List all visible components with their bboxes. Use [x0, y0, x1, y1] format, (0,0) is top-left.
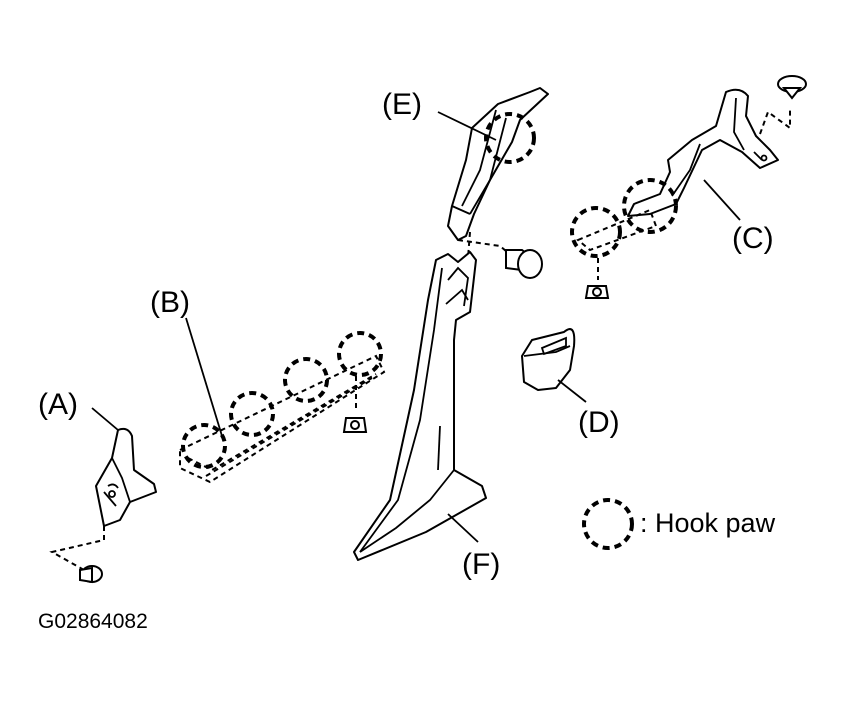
label-b: (B)	[150, 286, 190, 319]
part-c-clip	[759, 75, 807, 135]
label-c: (C)	[732, 222, 774, 255]
hook-paw-legend-text: : Hook paw	[640, 508, 776, 538]
leader-b	[185, 317, 223, 437]
leader-c	[703, 179, 741, 221]
part-b-strip	[179, 354, 386, 484]
part-b-hook-paws	[181, 331, 383, 469]
label-d: (D)	[578, 406, 620, 439]
part-d-cover	[521, 328, 576, 391]
part-f-pillar-trim	[353, 251, 487, 561]
label-e: (E)	[382, 88, 422, 121]
leader-a	[91, 407, 119, 431]
hook-paw-legend-symbol	[582, 498, 634, 550]
part-a-clip	[49, 526, 105, 584]
part-a-trim	[95, 427, 157, 527]
part-e-hook-paw	[484, 112, 536, 164]
label-f: (F)	[462, 548, 500, 581]
figure-code: G02864082	[38, 610, 148, 633]
part-c-side-trim	[627, 88, 779, 217]
part-c-nut	[584, 258, 610, 299]
part-c-hook-paws	[570, 178, 678, 258]
leader-d	[557, 379, 587, 403]
label-a: (A)	[38, 388, 78, 421]
part-b-nut	[342, 376, 368, 433]
leader-f	[447, 513, 479, 543]
part-e-upper-trim	[447, 87, 549, 241]
leader-e	[437, 111, 497, 141]
